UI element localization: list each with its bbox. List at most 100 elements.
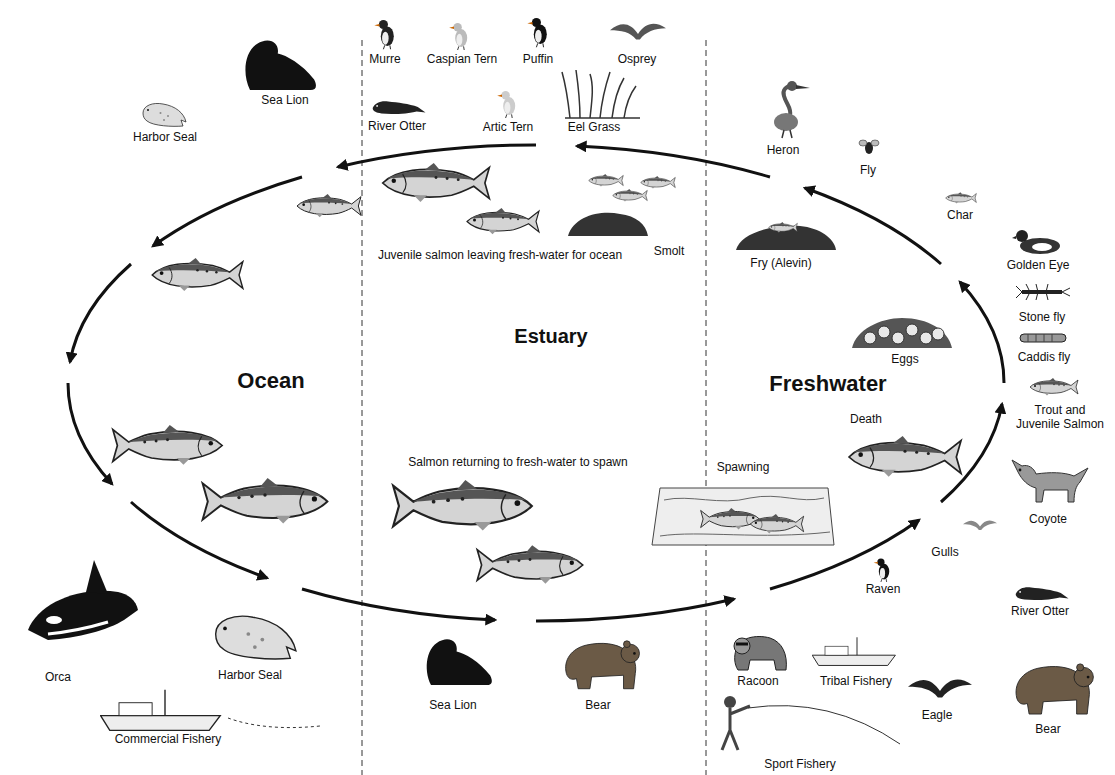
river-otter-figure bbox=[373, 101, 426, 114]
cycle-arrow bbox=[338, 145, 536, 167]
label-anchor: Harbor Seal bbox=[218, 669, 282, 683]
label-anchor: Trout and Juvenile Salmon bbox=[1013, 404, 1107, 432]
bird-label: Eagle bbox=[922, 709, 953, 723]
salmon-figure bbox=[113, 425, 222, 465]
label-anchor: Gulls bbox=[931, 546, 958, 560]
label-anchor: Tribal Fishery bbox=[820, 675, 892, 689]
orca-figure bbox=[28, 560, 138, 640]
salmon-figure bbox=[701, 508, 760, 529]
insect-antennae bbox=[1016, 286, 1070, 298]
label-anchor: Sea Lion bbox=[261, 94, 308, 108]
murre-figure bbox=[374, 20, 394, 49]
stone-fly-figure bbox=[1016, 284, 1070, 300]
salmon-figure bbox=[467, 208, 539, 234]
water-line bbox=[664, 496, 824, 501]
angler-head bbox=[724, 696, 736, 708]
fry-fish bbox=[769, 222, 798, 233]
sea-lion-figure bbox=[245, 41, 316, 90]
salmon-figure bbox=[383, 163, 490, 202]
osprey-figure bbox=[610, 24, 666, 40]
bird-label: Golden Eye bbox=[1007, 259, 1070, 273]
tribal-fishery-figure bbox=[812, 637, 895, 665]
stage-label: Death bbox=[850, 413, 882, 427]
label-anchor: Eagle bbox=[922, 709, 953, 723]
label-anchor: Spawning bbox=[717, 461, 770, 475]
label-anchor: Ocean bbox=[237, 368, 304, 393]
insect-label: Fly bbox=[860, 164, 876, 178]
salmon-figure bbox=[203, 478, 328, 523]
label-anchor: Puffin bbox=[523, 53, 553, 67]
mammal-label: Coyote bbox=[1029, 513, 1067, 527]
label-anchor: River Otter bbox=[368, 120, 426, 134]
caspian-tern-figure bbox=[449, 23, 467, 50]
plant-label: Eel Grass bbox=[568, 121, 621, 135]
salmon-figure bbox=[152, 258, 243, 291]
egg bbox=[878, 326, 890, 338]
bird-label: Puffin bbox=[523, 53, 553, 67]
label-anchor: Artic Tern bbox=[483, 121, 533, 135]
fly-wing bbox=[871, 140, 879, 146]
heron-figure bbox=[774, 81, 810, 138]
trout-figure bbox=[1030, 378, 1078, 396]
duck-patch bbox=[1032, 243, 1052, 251]
fishery-label: Tribal Fishery bbox=[820, 675, 892, 689]
fish-label: Trout and Juvenile Salmon bbox=[1013, 404, 1107, 432]
harbor-seal-figure bbox=[143, 103, 186, 126]
fishing-net bbox=[228, 718, 320, 728]
bird-label: Artic Tern bbox=[483, 121, 533, 135]
grass-blade bbox=[624, 86, 636, 118]
salmon-figure bbox=[297, 194, 361, 217]
gravel-line bbox=[660, 532, 830, 536]
char-figure bbox=[946, 192, 977, 203]
zone-divider bbox=[706, 40, 707, 775]
gull-figure bbox=[963, 520, 997, 530]
salmon-figure bbox=[393, 480, 532, 531]
fry-figure bbox=[736, 222, 836, 250]
orca-fin bbox=[86, 560, 108, 594]
mammal-label: River Otter bbox=[1011, 605, 1069, 619]
region-label: Estuary bbox=[514, 325, 587, 348]
cycle-arrows bbox=[68, 145, 1004, 621]
orca-body bbox=[28, 591, 138, 640]
egg bbox=[906, 324, 918, 336]
mammal-label: Orca bbox=[45, 671, 71, 685]
golden-eye-figure bbox=[1012, 230, 1060, 254]
salmon-figure bbox=[203, 478, 328, 523]
bird-label: Heron bbox=[767, 144, 800, 158]
cycle-arrow bbox=[68, 383, 112, 484]
sea-lion-figure bbox=[427, 639, 492, 685]
mammal-label: Harbor Seal bbox=[133, 131, 197, 145]
caddis-rings bbox=[1028, 334, 1052, 342]
mammal-label: Sea Lion bbox=[429, 699, 476, 713]
salmon-figure bbox=[477, 545, 583, 584]
heron-body bbox=[774, 113, 798, 131]
grass-blade bbox=[562, 72, 570, 118]
duck-bill bbox=[1012, 236, 1016, 239]
label-anchor: Coyote bbox=[1029, 513, 1067, 527]
fishing-line bbox=[748, 706, 900, 744]
label-anchor: Racoon bbox=[737, 675, 778, 689]
mammal-label: Bear bbox=[1035, 723, 1060, 737]
spawning-figure bbox=[652, 488, 834, 545]
river-otter-figure bbox=[1016, 587, 1069, 600]
heron-legs bbox=[782, 130, 792, 138]
region-label: Freshwater bbox=[769, 371, 886, 396]
duck-head bbox=[1016, 230, 1028, 242]
fly-wing bbox=[859, 140, 867, 146]
fish-label: Char bbox=[947, 209, 973, 223]
racoon-figure bbox=[734, 637, 786, 671]
label-anchor: Heron bbox=[767, 144, 800, 158]
stage-label: Fry (Alevin) bbox=[750, 257, 811, 271]
eggs-figure bbox=[852, 318, 952, 348]
cycle-arrow bbox=[960, 282, 1004, 383]
label-anchor: Caddis fly bbox=[1018, 351, 1071, 365]
bird-label: Murre bbox=[369, 53, 400, 67]
stage-caption: Juvenile salmon leaving fresh-water for … bbox=[378, 249, 622, 263]
label-anchor: Bear bbox=[585, 699, 610, 713]
label-anchor: Freshwater bbox=[769, 371, 886, 396]
grass-blade bbox=[600, 72, 610, 118]
label-anchor: Salmon returning to fresh-water to spawn bbox=[408, 456, 627, 470]
label-anchor: Sport Fishery bbox=[764, 758, 835, 772]
